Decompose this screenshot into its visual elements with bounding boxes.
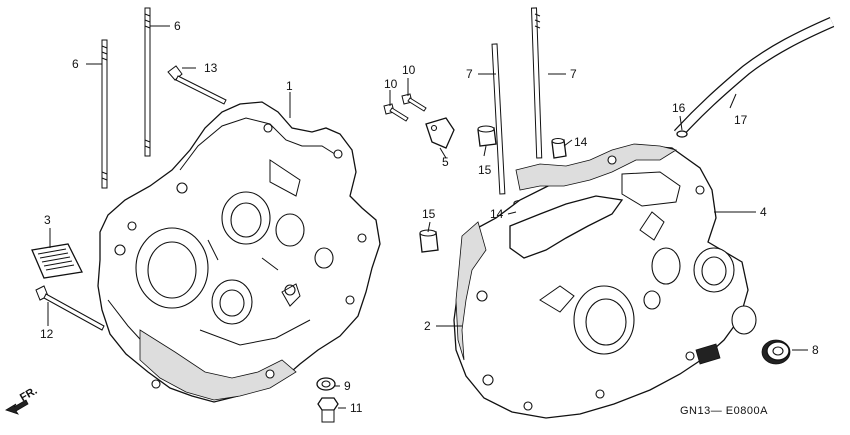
breather-tube-17 (673, 16, 835, 138)
leader-lines (47, 25, 808, 409)
label-part-6b: 6 (72, 57, 79, 71)
label-part-3: 4 (760, 205, 767, 219)
bolt-12 (35, 285, 105, 331)
label-part-4: 3 (44, 213, 51, 227)
dowel-pin-14a (551, 137, 567, 159)
dowel-pin-15b (419, 229, 439, 253)
label-part-11: 11 (350, 401, 363, 415)
label-part-13: 13 (204, 61, 218, 75)
left-crankcase (97, 101, 381, 403)
right-crankcase (453, 143, 757, 419)
dowel-pin-15a (477, 125, 497, 147)
label-part-1: 1 (286, 79, 293, 93)
label-part-17: 17 (734, 113, 748, 127)
label-part-6a: 6 (174, 19, 181, 33)
label-part-14b: 14 (490, 207, 504, 221)
label-part-12: 12 (40, 327, 54, 341)
front-arrow-icon (5, 399, 29, 415)
bolts-10 (383, 93, 427, 122)
drawing-code: GN13— E0800A (680, 405, 768, 417)
stud-bolts-6 (101, 7, 151, 189)
label-part-15a: 15 (478, 163, 492, 177)
label-part-2: 2 (424, 319, 431, 333)
plate-4 (31, 243, 83, 279)
drain-plug-11 (317, 397, 339, 423)
label-part-5: 5 (442, 155, 449, 169)
label-part-14a: 14 (574, 135, 588, 149)
label-part-10a: 10 (402, 63, 416, 77)
label-part-15b: 15 (422, 207, 436, 221)
label-part-7a: 7 (466, 67, 473, 81)
label-part-10b: 10 (384, 77, 398, 91)
front-direction-label: FR. (18, 385, 39, 404)
washer-8 (316, 377, 336, 391)
label-part-7b: 7 (570, 67, 577, 81)
oil-seal-9 (761, 339, 791, 365)
clip-16 (676, 130, 688, 138)
front-direction-indicator: FR. (5, 385, 39, 415)
label-part-9: 8 (812, 343, 819, 357)
bolt-13 (167, 65, 227, 105)
bracket-5 (425, 117, 455, 149)
label-part-16: 16 (672, 101, 686, 115)
label-part-8: 9 (344, 379, 351, 393)
stud-bolts-7 (491, 7, 543, 195)
